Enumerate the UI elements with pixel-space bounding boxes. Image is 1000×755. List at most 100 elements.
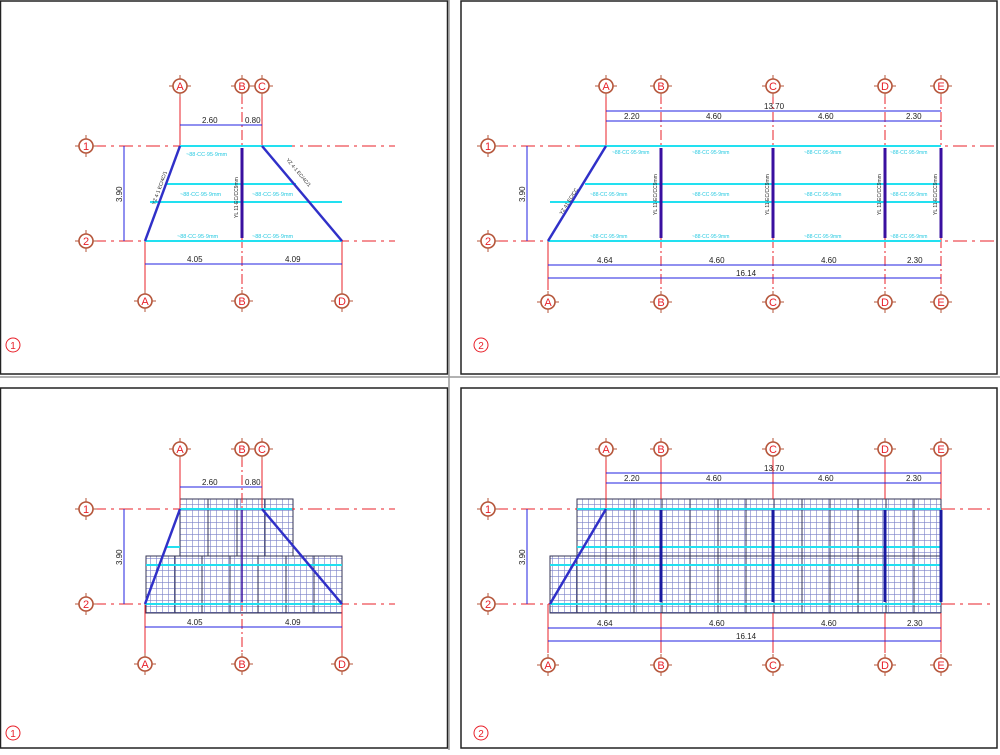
dimension-text: 4.09: [285, 255, 301, 264]
panel-top-left: ~88·CC·95·9mm ~88·CC·95·9mm ~88·CC·95·9m…: [5, 74, 395, 353]
grid-bubble-label: A: [141, 296, 149, 308]
dimension-text: 2.30: [906, 474, 922, 483]
dimension-text: 4.60: [706, 474, 722, 483]
grid-bubble-label: B: [238, 81, 245, 93]
view-number: 2: [478, 729, 484, 740]
grid-bubble-label: B: [238, 659, 245, 671]
dimension-text: 4.09: [285, 618, 301, 627]
grid-bubble-label: E: [937, 297, 944, 309]
grid-bubble-label: D: [338, 659, 346, 671]
beam-label: ~88·CC·95·9mm: [590, 192, 627, 198]
beam-label: ~88·CC·95·9mm: [252, 192, 294, 198]
mesh-panels: [145, 498, 343, 614]
dimension-text: 16.14: [736, 269, 757, 278]
grid-bubble-label: D: [881, 297, 889, 309]
dimension-text: 0.80: [245, 478, 261, 487]
grid-bubble-label: A: [176, 444, 184, 456]
grid-bubble-label: B: [238, 444, 245, 456]
grid-bubble-label: D: [881, 444, 889, 456]
beam-label: ~88·CC·95·9mm: [804, 192, 841, 198]
dimension-text: 13.70: [764, 102, 785, 111]
beam-label: ~88·CC·95·9mm: [612, 150, 649, 156]
grid-bubble-label: 1: [83, 141, 89, 153]
grid-bubble-label: B: [657, 297, 664, 309]
view-number: 1: [10, 729, 16, 740]
grid-bubble-label: 1: [83, 504, 89, 516]
dimension-text: 4.05: [187, 618, 203, 627]
grid-bubble-label: 1: [485, 141, 491, 153]
beam-label: ~88·CC·95·9mm: [692, 192, 729, 198]
grid-bubble-label: A: [176, 81, 184, 93]
grid-bubble-label: A: [544, 660, 552, 672]
column-label: YL 11·EC/CC9mm: [234, 177, 240, 218]
beam-label: ~88·CC·95·9mm: [180, 192, 222, 198]
beam-label: ~88·CC·95·9mm: [186, 152, 228, 158]
view-number: 2: [478, 341, 484, 352]
column-label: YL 11·EC/CC9mm: [653, 174, 659, 215]
dimension-text: 4.60: [818, 112, 834, 121]
beam-label: ~88·CC·95·9mm: [804, 234, 841, 240]
column-label: YL 11·EC/CC9mm: [877, 174, 883, 215]
view-number-circle: [473, 725, 489, 741]
dimension-text: 3.90: [115, 186, 124, 202]
dimension-text: 2.20: [624, 112, 640, 121]
dimension-text: 2.60: [202, 478, 218, 487]
beam-label: ~88·CC·95·9mm: [692, 150, 729, 156]
dimension-text: 3.90: [518, 186, 527, 202]
beam-label: ~88·CC·95·9mm: [890, 234, 927, 240]
dimension-text: 4.60: [821, 256, 837, 265]
grid-bubble-label: A: [544, 297, 552, 309]
grid-bubble-label: C: [258, 81, 266, 93]
grid-bubble-label: B: [238, 296, 245, 308]
grid-bubble-label: A: [602, 81, 610, 93]
grid-bubble-label: 2: [83, 599, 89, 611]
grid-bubble-label: 2: [485, 236, 491, 248]
grid-bubble-label: C: [258, 444, 266, 456]
grid-bubble-label: 2: [83, 236, 89, 248]
grid-bubble-label: E: [937, 81, 944, 93]
dimension-text: 4.60: [709, 256, 725, 265]
beam-label: ~88·CC·95·9mm: [804, 150, 841, 156]
frame-top-left: [0, 0, 449, 375]
frame-bottom-right: [460, 387, 998, 749]
dimension-text: 4.60: [709, 619, 725, 628]
beam-label: ~88·CC·95·9mm: [890, 192, 927, 198]
view-number-circle: [473, 337, 489, 353]
view-number-circle: [5, 725, 21, 741]
dimension-text: 2.30: [906, 112, 922, 121]
view-number: 1: [10, 341, 16, 352]
dimension-text: 4.60: [818, 474, 834, 483]
view-number-circle: [5, 337, 21, 353]
beam-label: ~88·CC·95·9mm: [252, 234, 294, 240]
grid-bubble-label: C: [769, 81, 777, 93]
dimension-text: 4.60: [706, 112, 722, 121]
grid-bubble-label: B: [657, 81, 664, 93]
dimension-text: 0.80: [245, 116, 261, 125]
panel-bottom-right: 13.70 2.20 4.60 4.60 2.30 4.64 4.60 4.60…: [473, 437, 995, 741]
beam-label: ~88·CC·95·9mm: [177, 234, 219, 240]
grid-bubble-label: B: [657, 444, 664, 456]
beam-label: ~88·CC·95·9mm: [590, 234, 627, 240]
grid-bubble-label: E: [937, 444, 944, 456]
frame-top-right: [460, 0, 998, 375]
dimension-text: 4.05: [187, 255, 203, 264]
grid-bubble-label: E: [937, 660, 944, 672]
dimension-text: 4.60: [821, 619, 837, 628]
mesh-panels: [549, 498, 942, 614]
dimension-text: 4.64: [597, 256, 613, 265]
grid-bubble-label: A: [602, 444, 610, 456]
grid-bubble-label: A: [141, 659, 149, 671]
column-label: YL 11·EC/CC9mm: [765, 174, 771, 215]
dimension-text: 3.90: [518, 549, 527, 565]
dimension-text: 4.64: [597, 619, 613, 628]
dimension-text: 13.70: [764, 464, 785, 473]
frame-bottom-left: [0, 387, 449, 749]
grid-bubble-label: C: [769, 297, 777, 309]
dimension-text: 2.30: [907, 256, 923, 265]
dimension-text: 2.60: [202, 116, 218, 125]
dimension-text: 3.90: [115, 549, 124, 565]
dimension-text: 2.20: [624, 474, 640, 483]
